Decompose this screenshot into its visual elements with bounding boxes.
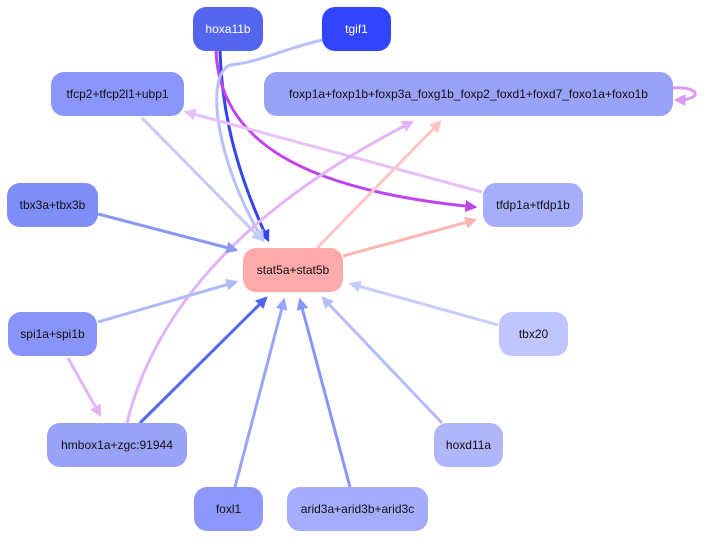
edge-hmbox1a-to-foxp bbox=[125, 120, 415, 424]
node-label: foxl1 bbox=[215, 502, 242, 516]
edge-hoxd11a-to-stat5 bbox=[321, 296, 444, 425]
node-label: tbx20 bbox=[518, 327, 549, 341]
node-spi1[interactable]: spi1a+spi1b bbox=[8, 312, 97, 356]
node-label: tgif1 bbox=[345, 22, 368, 36]
edge-stat5-to-tfdp1 bbox=[342, 216, 478, 258]
node-label: hoxa11b bbox=[205, 22, 251, 36]
node-hmbox1a[interactable]: hmbox1a+zgc:91944 bbox=[47, 423, 187, 467]
edge-tfcp2-to-stat5 bbox=[140, 116, 264, 242]
edge-tbx20-to-stat5 bbox=[348, 280, 499, 327]
node-label: tfdp1a+tfdp1b bbox=[496, 198, 570, 212]
node-hoxd11a[interactable]: hoxd11a bbox=[434, 423, 503, 467]
edge-tgif1-to-stat5 bbox=[215, 38, 323, 243]
node-arid3[interactable]: arid3a+arid3b+arid3c bbox=[287, 487, 428, 531]
edge-spi1-to-hmbox1a bbox=[66, 357, 102, 418]
edge-tbx3-to-stat5 bbox=[97, 212, 239, 254]
node-label: tbx3a+tbx3b bbox=[19, 198, 86, 212]
edge-hoxa11b-to-tfdp1 bbox=[214, 50, 478, 213]
edge-arid3-to-stat5 bbox=[296, 297, 352, 488]
edge-spi1-to-stat5 bbox=[97, 278, 239, 324]
node-label: hmbox1a+zgc:91944 bbox=[61, 438, 173, 452]
node-tbx20[interactable]: tbx20 bbox=[499, 312, 568, 356]
node-label: tfcp2+tfcp2l1+ubp1 bbox=[66, 87, 169, 101]
edge-stat5-to-foxp bbox=[315, 120, 442, 250]
edge-foxl1-to-stat5 bbox=[233, 297, 288, 488]
node-stat5[interactable]: stat5a+stat5b bbox=[243, 248, 343, 292]
node-label: stat5a+stat5b bbox=[256, 263, 330, 277]
node-foxp[interactable]: foxp1a+foxp1b+foxp3a_foxg1b_foxp2_foxd1+… bbox=[264, 72, 673, 116]
node-tfcp2[interactable]: tfcp2+tfcp2l1+ubp1 bbox=[51, 72, 184, 116]
node-label: foxp1a+foxp1b+foxp3a_foxg1b_foxp2_foxd1+… bbox=[289, 87, 648, 101]
node-hoxa11b[interactable]: hoxa11b bbox=[193, 7, 263, 51]
edge-foxp-to-foxp bbox=[672, 86, 697, 106]
node-label: spi1a+spi1b bbox=[20, 327, 85, 341]
node-foxl1[interactable]: foxl1 bbox=[194, 487, 263, 531]
node-tbx3[interactable]: tbx3a+tbx3b bbox=[7, 183, 98, 227]
node-tfdp1[interactable]: tfdp1a+tfdp1b bbox=[483, 183, 583, 227]
edge-hmbox1a-to-stat5 bbox=[138, 296, 268, 425]
edge-hoxa11b-to-stat5 bbox=[218, 50, 270, 243]
node-label: hoxd11a bbox=[445, 438, 492, 452]
edge-tfdp1-to-tfcp2 bbox=[183, 108, 483, 194]
node-label: arid3a+arid3b+arid3c bbox=[300, 502, 415, 516]
node-tgif1[interactable]: tgif1 bbox=[322, 7, 391, 51]
